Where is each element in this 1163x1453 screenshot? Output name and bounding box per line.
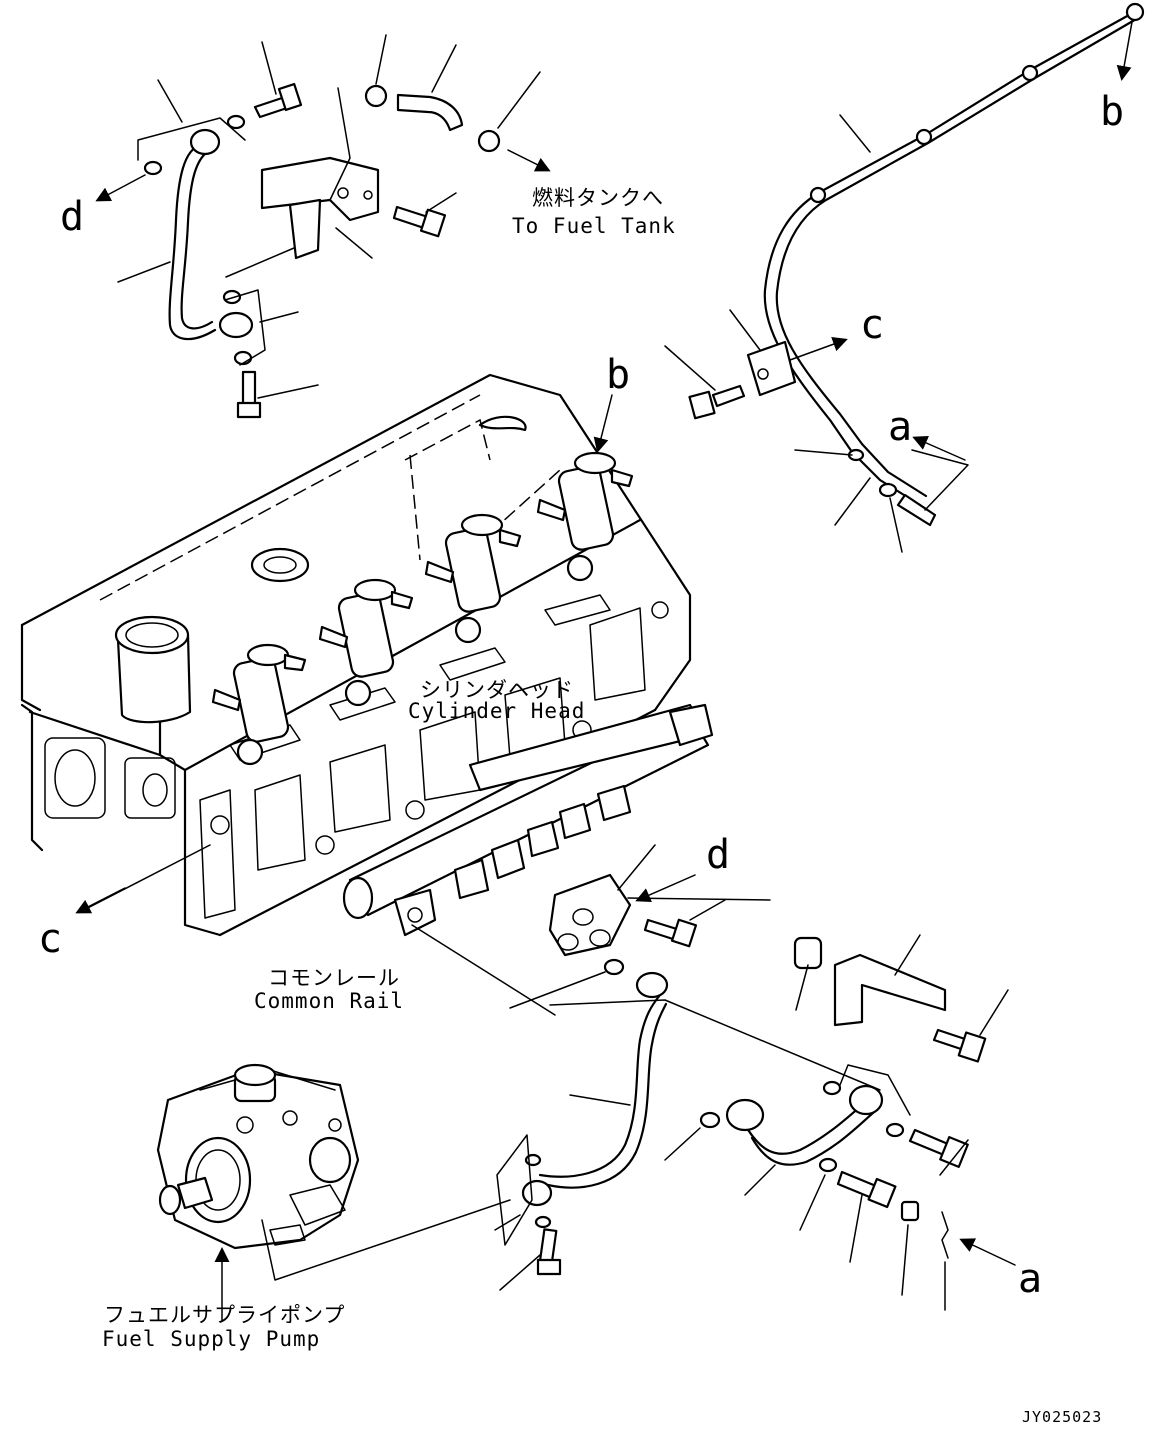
oil-filler-neck bbox=[116, 633, 192, 724]
supply-pump-label-en: Fuel Supply Pump bbox=[102, 1327, 320, 1351]
bolt bbox=[711, 384, 746, 408]
cylinder-head-label-en: Cylinder Head bbox=[408, 699, 585, 723]
washer bbox=[226, 114, 246, 130]
washer bbox=[534, 1215, 552, 1229]
washer bbox=[233, 350, 253, 366]
ref-a-arrow-lower bbox=[959, 1238, 1016, 1266]
ref-letter-d-block: d bbox=[706, 832, 730, 878]
bolt bbox=[236, 401, 262, 419]
fuel-tank-label-en: To Fuel Tank bbox=[512, 214, 676, 238]
washer bbox=[818, 1157, 838, 1173]
pipe-clamp bbox=[746, 340, 797, 397]
spacer bbox=[793, 936, 823, 970]
washer bbox=[222, 289, 242, 305]
ref-letter-a-lower: a bbox=[1018, 1256, 1042, 1302]
ref-letter-c-top: c bbox=[860, 302, 884, 348]
injector bbox=[211, 643, 307, 766]
rail-fittings bbox=[453, 784, 632, 900]
washer bbox=[885, 1122, 905, 1138]
cylinder-head-label-jp: シリンダヘッド bbox=[420, 678, 574, 702]
common-rail-label-en: Common Rail bbox=[254, 989, 404, 1013]
fuel-hose bbox=[396, 93, 464, 132]
ref-c-arrow-top bbox=[789, 337, 848, 361]
injector bbox=[318, 578, 414, 707]
o-ring bbox=[477, 129, 501, 153]
ref-b-arrow-top bbox=[1116, 21, 1133, 81]
spill-pipe-assembly bbox=[664, 2, 1145, 553]
ref-letter-a-top: a bbox=[888, 404, 912, 450]
common-rail-label-jp: コモンレール bbox=[268, 966, 400, 990]
ref-a-arrow-top bbox=[912, 435, 966, 461]
washer bbox=[699, 1111, 721, 1129]
ref-letter-b-top: b bbox=[1100, 89, 1124, 135]
ref-d-arrow-block bbox=[635, 874, 696, 903]
connector-block bbox=[509, 844, 1009, 1063]
clip bbox=[941, 1211, 949, 1259]
cylinder-head bbox=[20, 373, 692, 937]
ref-letter-c-head: c bbox=[38, 916, 62, 962]
washer bbox=[822, 1080, 842, 1096]
ref-d-arrow-top: d bbox=[60, 174, 146, 240]
o-ring bbox=[364, 84, 388, 108]
washer bbox=[603, 958, 625, 976]
drawing-code: JY025023 bbox=[1022, 1408, 1102, 1426]
bracket bbox=[833, 953, 947, 1027]
leader bbox=[79, 844, 211, 913]
bolt bbox=[908, 1128, 950, 1157]
to-fuel-tank-arrow bbox=[507, 149, 551, 172]
bolt bbox=[536, 1258, 562, 1276]
injector bbox=[536, 451, 634, 582]
fitting bbox=[900, 1200, 920, 1222]
supply-pump-label-jp: フュエルサプライポンプ bbox=[104, 1303, 345, 1327]
ref-letter-b-injector: b bbox=[606, 352, 630, 398]
lower-pipes bbox=[411, 924, 969, 1311]
ref-c-arrow-head bbox=[75, 887, 126, 914]
ref-b-arrow-injector bbox=[593, 394, 613, 453]
leader bbox=[261, 1199, 511, 1281]
injectors bbox=[211, 451, 634, 766]
common-rail bbox=[342, 703, 714, 937]
injector bbox=[424, 513, 522, 644]
fuel-tank-label-jp: 燃料タンクへ bbox=[532, 186, 664, 210]
fuel-supply-pump bbox=[156, 1063, 360, 1250]
return-pipe-assembly bbox=[117, 34, 541, 419]
ref-letter-d: d bbox=[60, 194, 84, 240]
washer bbox=[143, 160, 163, 176]
